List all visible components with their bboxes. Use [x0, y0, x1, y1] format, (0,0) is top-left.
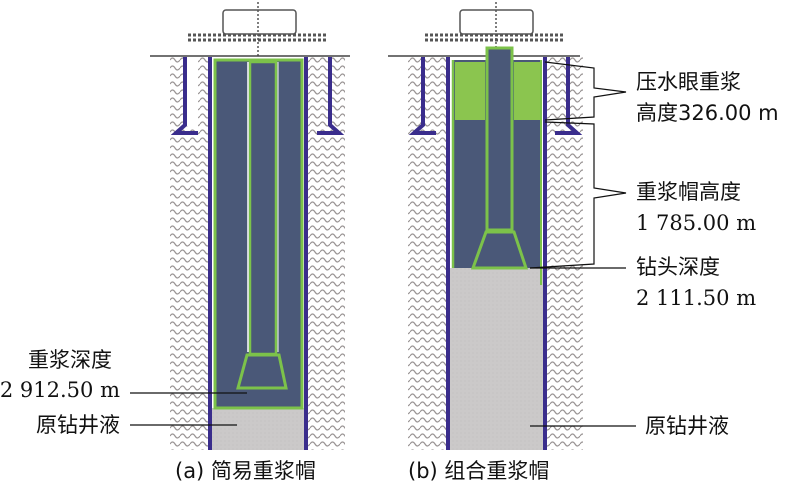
drill-pipe-a: [248, 60, 278, 356]
drill-bit-b: [470, 230, 529, 270]
formation-left: [408, 57, 448, 450]
wellhead-icon: [188, 2, 328, 56]
original-fluid-a: [212, 408, 304, 450]
heavy-depth-title: 重浆深度: [28, 348, 112, 372]
pressure-mud-value: 高度326.00 m: [636, 101, 779, 125]
formation-right: [305, 57, 345, 450]
heavy-depth-value: 2 912.50 m: [0, 378, 120, 402]
surface-casing-left: [408, 57, 436, 135]
original-fluid-label-a: 原钻井液: [36, 413, 120, 437]
wellhead-icon: [425, 2, 565, 50]
bracket-pressure-mud: [544, 61, 627, 121]
formation-right: [543, 57, 583, 450]
bit-depth-title: 钻头深度: [636, 255, 720, 279]
surface-casing-left: [170, 57, 198, 135]
panel-b-well: 压水眼重浆 高度326.00 m 重浆帽高度 1 785.00 m 钻头深度 2…: [388, 2, 779, 483]
cap-height-value: 1 785.00 m: [636, 211, 756, 235]
original-fluid-label-b: 原钻井液: [645, 414, 729, 438]
pressure-mud-title: 压水眼重浆: [636, 70, 741, 94]
cap-height-title: 重浆帽高度: [636, 180, 741, 204]
surface-casing-right: [555, 57, 583, 135]
caption-b: (b) 组合重浆帽: [408, 459, 549, 483]
bracket-cap-height: [529, 121, 627, 269]
pressure-mud-left: [455, 62, 485, 120]
pressure-mud-right: [514, 62, 540, 120]
caption-a: (a) 简易重浆帽: [175, 459, 316, 483]
bit-depth-value: 2 111.50 m: [636, 286, 756, 310]
drill-bit-a: [236, 353, 288, 390]
drill-pipe-b: [485, 46, 514, 232]
panel-a-well: 重浆深度 2 912.50 m 原钻井液 (a) 简易重浆帽: [0, 2, 350, 483]
original-fluid-b: [450, 268, 543, 450]
surface-casing-right: [317, 57, 345, 135]
